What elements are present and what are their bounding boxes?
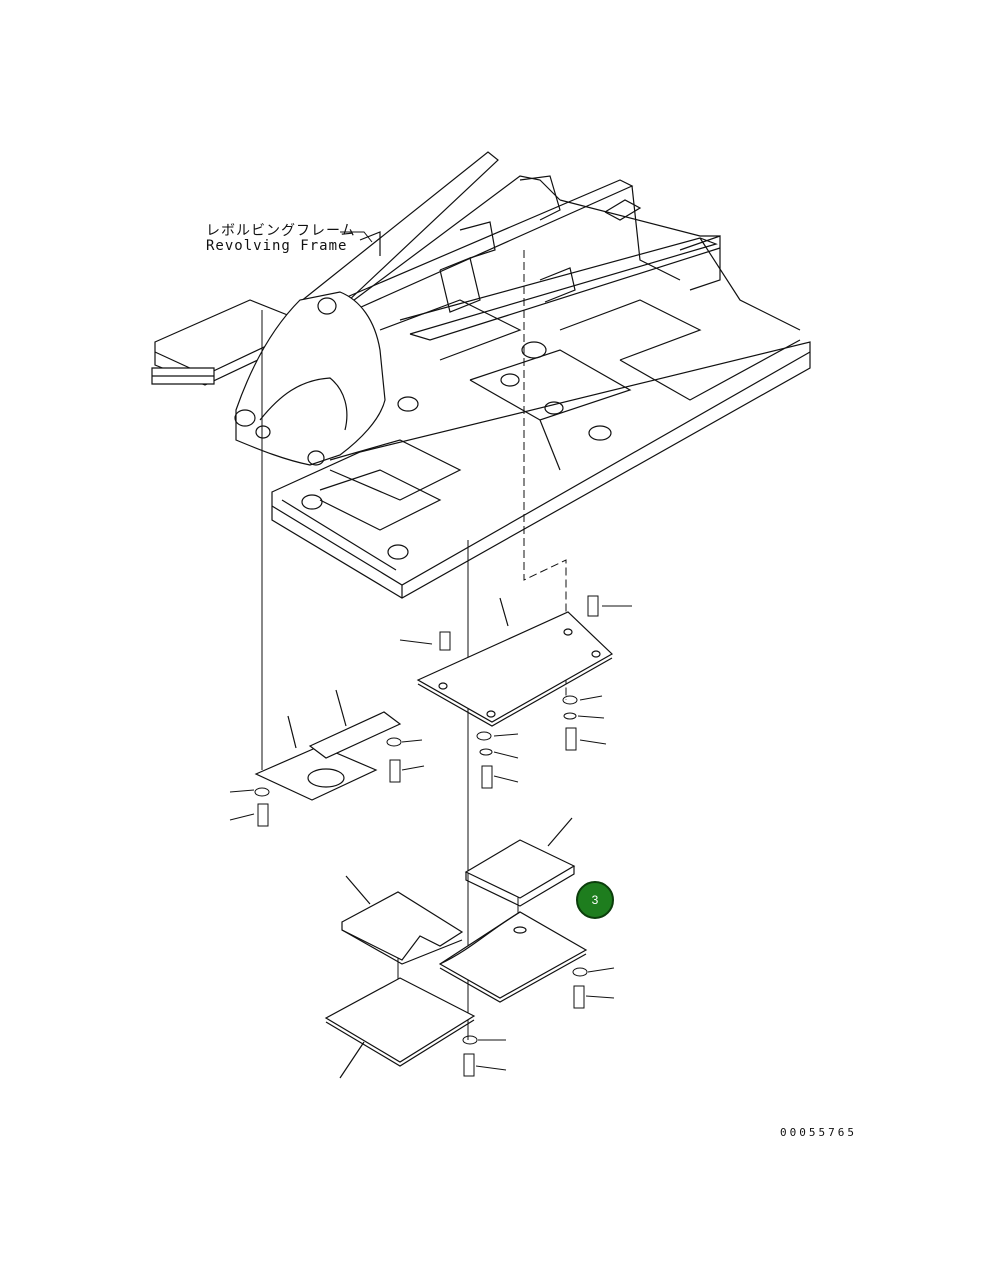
revolving-frame <box>152 152 810 598</box>
left-cover-plate <box>256 690 400 800</box>
fasteners <box>230 596 632 1076</box>
lower-right-plate <box>440 818 586 1002</box>
frame-label-japanese: レボルビングフレーム <box>206 223 356 239</box>
lower-left-plate <box>326 876 474 1078</box>
frame-label-leader <box>340 232 372 242</box>
frame-label-english: Revolving Frame <box>206 238 348 254</box>
callout-3-button[interactable]: 3 <box>576 881 614 919</box>
drawing-number: 00055765 <box>780 1126 857 1139</box>
upper-cover-plate <box>418 598 612 726</box>
